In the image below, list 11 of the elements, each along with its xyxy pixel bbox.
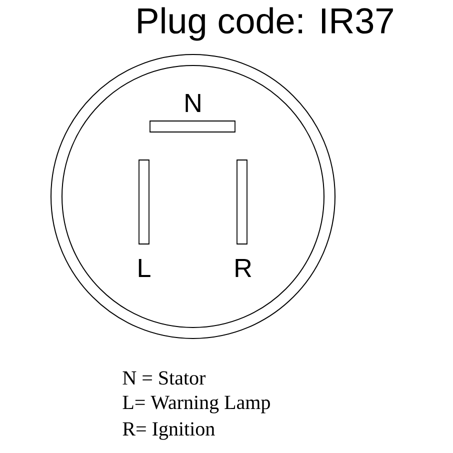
plug-outline — [50, 54, 336, 339]
legend-text: R= Ignition — [122, 422, 215, 440]
title: Plug code: IR37 — [138, 7, 393, 41]
pin-slot: R — [236, 160, 252, 277]
node-label: L — [138, 259, 150, 277]
legend-text: N = Stator — [122, 371, 206, 385]
node-label: N — [186, 94, 200, 112]
pin-slot: L — [138, 160, 150, 277]
node-label: R — [236, 259, 252, 277]
legend-text: L= Warning Lamp — [122, 396, 270, 414]
pin-slot: N — [150, 94, 236, 132]
